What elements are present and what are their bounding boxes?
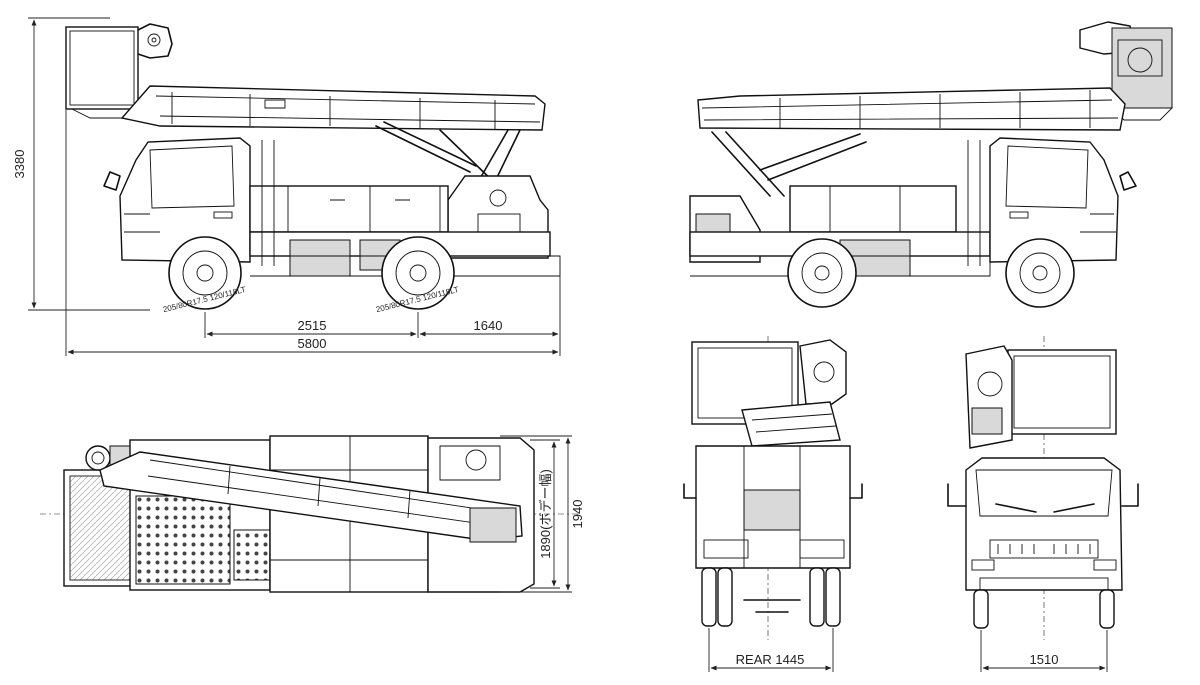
top-view: 1890(ボデー幅) 1940 xyxy=(40,435,585,593)
overall-height-label: 3380 xyxy=(12,150,27,179)
overall-width-label: 1940 xyxy=(570,500,585,529)
rear-view: REAR 1445 xyxy=(683,336,863,672)
left-side-view: 205/80R17.5 120/118LT 205/80R17.5 120/11… xyxy=(12,17,561,356)
wheelbase-label: 2515 xyxy=(298,318,327,333)
right-side-view xyxy=(689,21,1174,308)
rear-overhang-label: 1640 xyxy=(474,318,503,333)
front-tread-label: 1510 xyxy=(1030,652,1059,667)
front-view: 1510 xyxy=(947,336,1139,672)
body-width-label: 1890(ボデー幅) xyxy=(538,469,553,559)
rear-wheel xyxy=(381,236,455,310)
rear-tread-label: REAR 1445 xyxy=(736,652,805,667)
front-wheel xyxy=(168,236,242,310)
overall-length-label: 5800 xyxy=(298,336,327,351)
